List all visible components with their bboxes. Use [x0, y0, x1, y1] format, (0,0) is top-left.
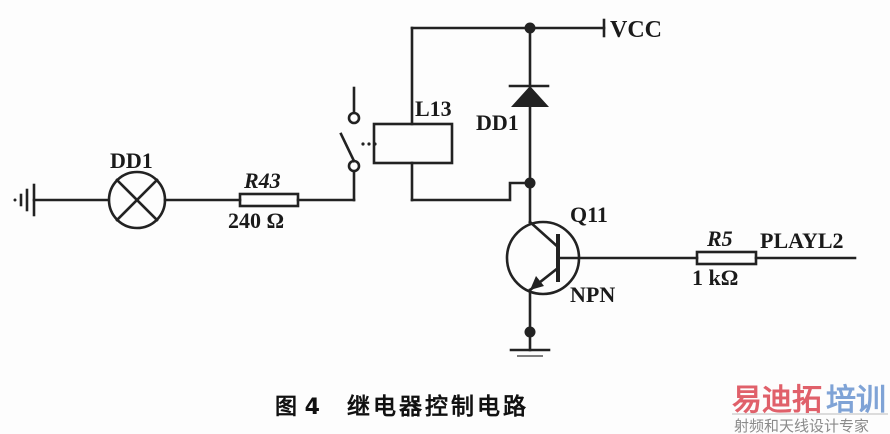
- watermark-tagline: 射频和天线设计专家: [734, 417, 869, 434]
- watermark-brand-blue: 培训: [826, 383, 886, 418]
- relay-coil-symbol: [372, 122, 454, 165]
- relay-coil-label: L13: [415, 96, 452, 121]
- figure-title: 继电器控制电路: [347, 393, 529, 420]
- resistor-r43-value: 240 Ω: [228, 208, 284, 233]
- vcc-label: VCC: [610, 17, 662, 43]
- resistor-r43-label: R43: [243, 168, 281, 193]
- diode-label: DD1: [476, 110, 519, 135]
- transistor-label: Q11: [570, 202, 608, 227]
- lamp-symbol: [107, 170, 167, 230]
- transistor-type-label: NPN: [570, 282, 615, 307]
- figure-number: 图 4: [275, 395, 320, 420]
- junction-emitter: [524, 326, 536, 338]
- resistor-r5-label: R5: [706, 226, 733, 251]
- watermark: 易迪拓 培训 射频和天线设计专家: [732, 383, 888, 434]
- resistor-r5-value: 1 kΩ: [692, 265, 738, 290]
- input-signal-label: PLAYL2: [760, 228, 844, 253]
- resistor-r5-symbol: [695, 250, 758, 266]
- ground-bottom-symbol: [509, 348, 551, 357]
- resistor-r43-symbol: [238, 192, 300, 208]
- relay-contact-symbol: [339, 86, 377, 173]
- diode-symbol: [508, 84, 550, 107]
- lamp-label: DD1: [110, 148, 153, 173]
- watermark-brand-red: 易迪拓: [732, 383, 822, 418]
- wire-coil-to-collector: [410, 181, 532, 202]
- ground-left-symbol: [13, 183, 36, 217]
